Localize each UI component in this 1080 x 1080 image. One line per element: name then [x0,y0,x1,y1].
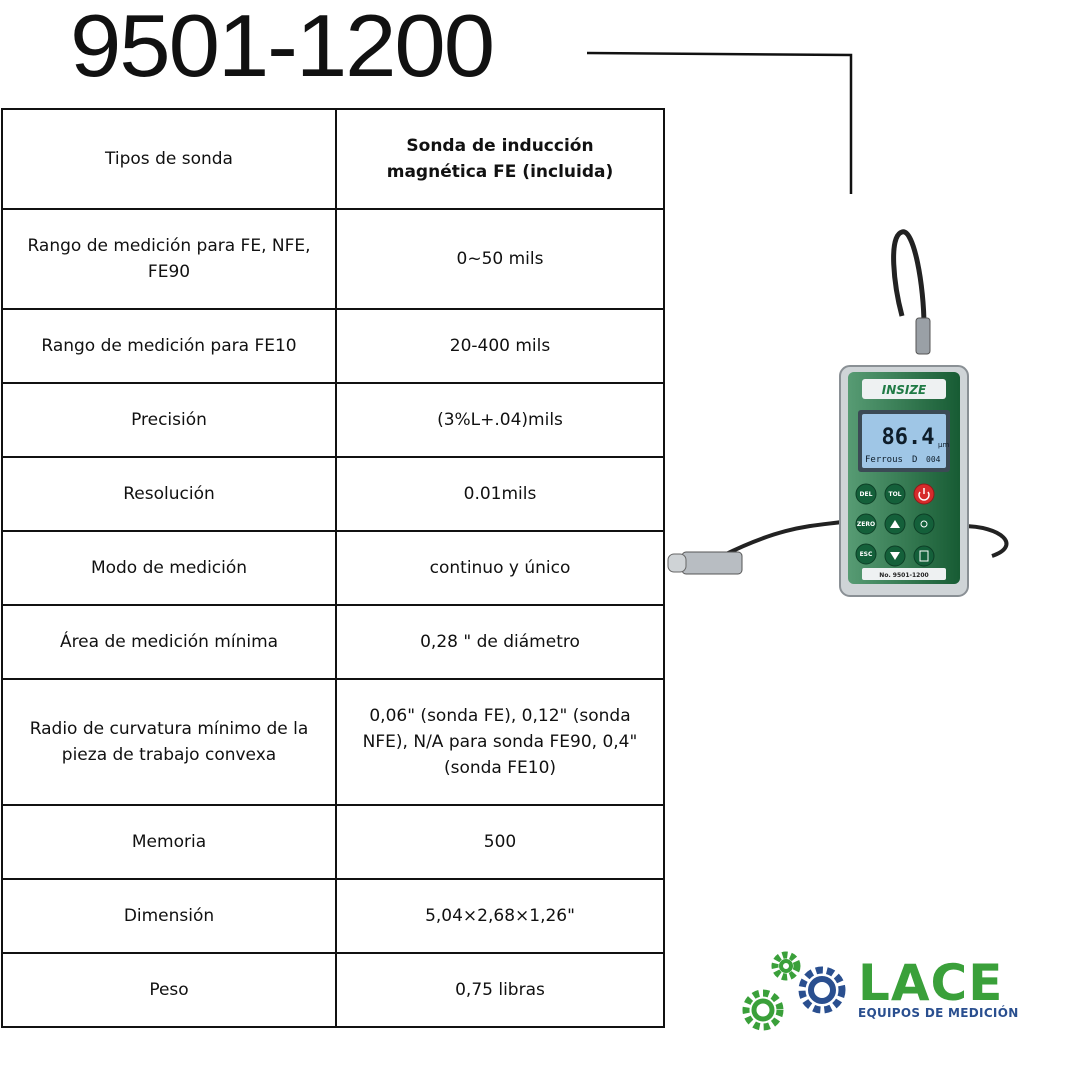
lace-gears-logo-icon [742,951,846,1031]
model-number-title: 9501-1200 [70,0,495,95]
spec-value: continuo y único [335,530,665,606]
model-label: No. 9501-1200 [879,572,928,579]
spec-label: Rango de medición para FE, NFE, FE90 [1,208,337,310]
spec-label: Dimensión [1,878,337,954]
spec-value: 0.01mils [335,456,665,532]
spec-value: 5,04×2,68×1,26" [335,878,665,954]
probe-cable-side [721,520,843,558]
spec-value: 0,06" (sonda FE), 0,12" (sonda NFE), N/A… [335,678,665,806]
fe-probe [667,551,743,575]
spec-label: Modo de medición [1,530,337,606]
spec-label: Resolución [1,456,337,532]
gauge-body: INSIZE 86.4 μm Ferrous D 004 DEL TOL ZER… [839,365,969,597]
spec-label: Tipos de sonda [1,108,337,210]
spec-label: Rango de medición para FE10 [1,308,337,384]
spec-value: 500 [335,804,665,880]
spec-value: (3%L+.04)mils [335,382,665,458]
probe-cable-top [891,229,927,327]
brand-label: INSIZE [882,383,927,397]
down-arrow-icon [890,552,900,560]
screen-count: 004 [926,455,941,464]
spec-value: 0,28 " de diámetro [335,604,665,680]
spec-label: Memoria [1,804,337,880]
spec-value: Sonda de inducción magnética FE (incluid… [335,108,665,210]
del-button: DEL [860,491,873,498]
logo-subtitle: EQUIPOS DE MEDICIÓN [858,1006,1019,1020]
up-arrow-icon [890,520,900,528]
memory-icon [919,550,929,562]
screen-mode-letter: D [912,455,917,465]
backlight-icon [920,520,928,528]
spec-label: Radio de curvatura mínimo de la pieza de… [1,678,337,806]
spec-value: 0~50 mils [335,208,665,310]
logo-wordmark: LACE [858,954,1004,1012]
spec-row: Radio de curvatura mínimo de la pieza de… [1,678,665,806]
spec-label: Peso [1,952,337,1028]
spec-value: 20-400 mils [335,308,665,384]
spec-row: Precisión(3%L+.04)mils [1,382,665,458]
coating-thickness-gauge-image: INSIZE 86.4 μm Ferrous D 004 DEL TOL ZER… [667,229,1009,597]
esc-button: ESC [860,551,873,558]
spec-label: Área de medición mínima [1,604,337,680]
spec-label: Precisión [1,382,337,458]
screen-unit: μm [938,441,949,449]
spec-value: 0,75 libras [335,952,665,1028]
tol-button: TOL [888,491,901,498]
screen-mode: Ferrous [865,455,903,465]
screen-reading: 86.4 [882,425,935,450]
zero-button: ZERO [857,521,875,528]
callout-connector-line [586,51,853,194]
